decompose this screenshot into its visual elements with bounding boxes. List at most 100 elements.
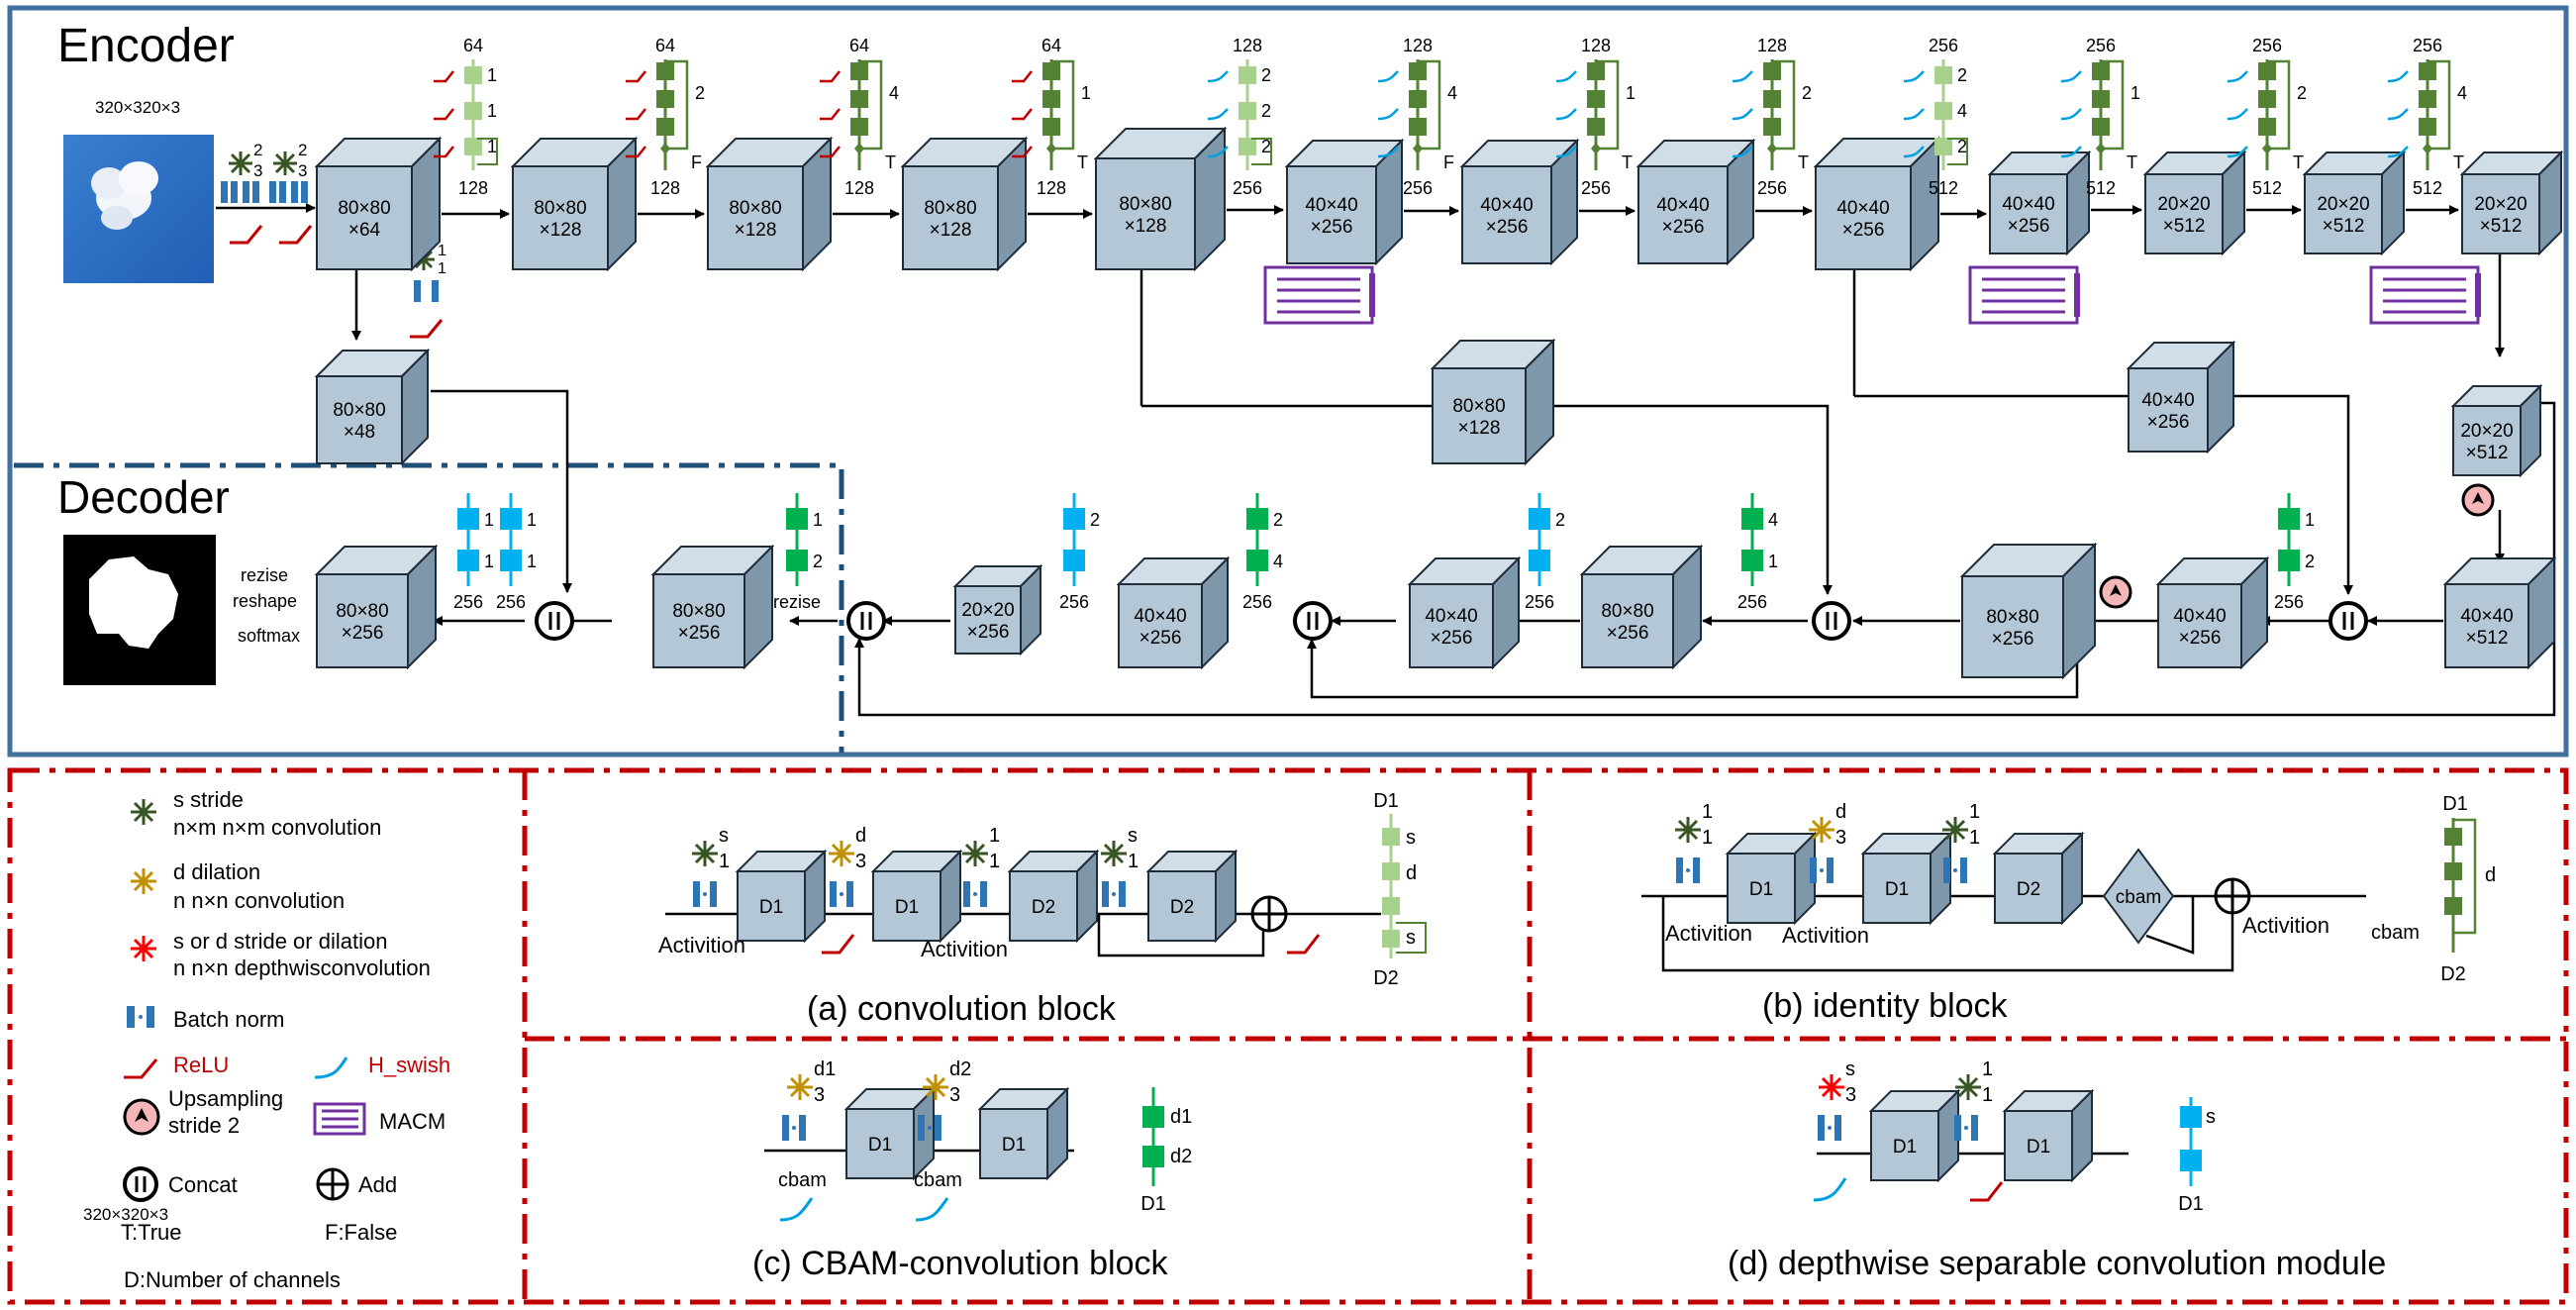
relu-icon [1012, 70, 1033, 83]
legend-concat: Concat [168, 1172, 238, 1197]
relu-icon [434, 108, 454, 121]
decoder-cube-5-label-2: ×256 [1431, 628, 1473, 649]
legend-add-icon [316, 1167, 349, 1201]
decoder-block-3-num-1: 1 [813, 510, 823, 530]
encoder-title: Encoder [57, 20, 235, 72]
encoder-block-2-flag: F [691, 152, 702, 172]
upsampling-icon-2 [2099, 575, 2132, 609]
encoder-block-7-flag: T [1622, 152, 1633, 172]
skip-cube-1-label-1: 80×80 [333, 400, 385, 421]
encoder-block-11-flag: T [2293, 152, 2304, 172]
encoder-cube-3: 80×80×128 [705, 136, 834, 272]
panel-b-strip-d: d [2485, 864, 2496, 886]
encoder-cube-3-label-1: 80×80 [729, 198, 781, 219]
encoder-cube-10: 40×40×256 [1987, 150, 2092, 256]
panel-a-mark-4-bottom: 1 [1128, 851, 1139, 872]
mask-white-region [89, 556, 178, 649]
stem-relu-icon-2 [279, 225, 313, 245]
macm-icon-3 [2369, 265, 2481, 325]
macm-icon-2 [1968, 265, 2080, 325]
encoder-block-9-num-1: 2 [1957, 65, 1967, 85]
h-swish-icon [1207, 70, 1229, 83]
panel-b-batchnorm-icon-2 [1810, 857, 1833, 883]
encoder-block-7-in-channels: 128 [1581, 36, 1611, 55]
encoder-cube-4-label-1: 80×80 [924, 198, 976, 219]
decoder-block-3-num-2: 2 [813, 552, 823, 571]
relu-icon [434, 146, 454, 158]
stem-relu-icon-1 [230, 225, 263, 245]
decoder-block-7-num-1: 4 [1768, 510, 1778, 530]
legend-relu: ReLU [173, 1053, 229, 1077]
encoder-cube-4: 80×80×128 [900, 136, 1029, 272]
panel-c-mark-1-top: d1 [814, 1058, 836, 1080]
encoder-cube-2-label-2: ×128 [540, 220, 582, 241]
decoder-cube-3-label-1: 20×20 [961, 600, 1014, 621]
relu-icon [820, 146, 841, 158]
decoder-cube-1: 80×80×256 [314, 544, 439, 670]
panel-d-batchnorm-icon-2 [1954, 1115, 1978, 1141]
encoder-block-9-num-3: 2 [1957, 137, 1967, 156]
decoder-cube-6-label-1: 80×80 [1601, 601, 1653, 622]
h-swish-icon [1377, 108, 1399, 121]
h-swish-icon [1903, 108, 1925, 121]
panel-d-relu-icon [1970, 1181, 2004, 1202]
encoder-block-5-num-2: 2 [1261, 101, 1271, 121]
decoder-block-4-num-1: 2 [1090, 510, 1100, 530]
encoder-block-6-flag: F [1443, 152, 1454, 172]
skip-cube-4-label-2: ×512 [2466, 443, 2509, 463]
decoder-cube-2-label-1: 80×80 [672, 601, 725, 622]
skip-cube-4-label-1: 20×20 [2460, 421, 2513, 442]
panel-d-mark-1-top: s [1845, 1058, 1855, 1080]
output-op-softmax: softmax [238, 626, 300, 646]
encoder-cube-1-label-2: ×64 [348, 220, 381, 241]
encoder-cube-8-label-1: 40×40 [1656, 195, 1709, 216]
h-swish-icon [1732, 108, 1753, 121]
skip-cube-2-label-1: 80×80 [1452, 396, 1505, 417]
panel-b-mark-3-top: 1 [1969, 801, 1980, 823]
h-swish-icon [1555, 146, 1577, 158]
encoder-block-11-out-channels: 512 [2252, 178, 2282, 198]
panel-a-cube-4-label-1: D2 [1170, 897, 1194, 918]
skip-cube-3-label-2: ×256 [2147, 412, 2190, 433]
encoder-cube-11: 20×20×512 [2142, 150, 2247, 256]
panel-b-mark-1-top: 1 [1702, 801, 1713, 823]
encoder-cube-12-label-2: ×512 [2323, 216, 2365, 237]
encoder-block-5-in-channels: 128 [1233, 36, 1262, 55]
cloud-shape [91, 161, 158, 230]
h-swish-icon [1903, 70, 1925, 83]
panel-b-activation-1: Activition [1665, 921, 1752, 946]
skip-cube-1: 80×80×48 [314, 348, 431, 466]
skip-cube-2-label-2: ×128 [1458, 418, 1501, 439]
panel-d-cube-2: D1 [2002, 1088, 2095, 1183]
panel-a-caption: (a) convolution block [807, 990, 1117, 1028]
legend-dilation-l1: d dilation [173, 859, 260, 884]
relu-icon [434, 70, 454, 83]
legend-conv-l2: n×m n×m convolution [173, 815, 381, 840]
encoder-block-5-num-3: 2 [1261, 137, 1271, 156]
legend-dilation-l2: n n×n convolution [173, 888, 345, 913]
decoder-cube-1-label-2: ×256 [342, 623, 384, 644]
h-swish-icon [1903, 146, 1925, 158]
decoder-cube-6: 80×80×256 [1579, 544, 1704, 670]
panel-d-kernel-icon-2 [1955, 1074, 1981, 1100]
encoder-block-5-out-channels: 256 [1233, 178, 1262, 198]
panel-a-strip-s1: s [1406, 827, 1416, 849]
encoder-cube-9-label-1: 40×40 [1836, 198, 1889, 219]
panel-a-mark-3-bottom: 1 [989, 851, 1000, 872]
decoder-cube-8-label-1: 40×40 [2173, 606, 2226, 627]
panel-b-mark-3-bottom: 1 [1969, 827, 1980, 849]
macm-icon-1 [1263, 265, 1375, 325]
panel-b-strip-cbam: cbam [2371, 922, 2420, 944]
panel-a-cube-1: D1 [735, 849, 828, 944]
encoder-block-3-in-channels: 64 [849, 36, 869, 55]
legend-depthwise-l1: s or d stride or dilation [173, 929, 387, 954]
decoder-cube-8-label-2: ×256 [2179, 628, 2222, 649]
upsampling-icon-1 [2461, 483, 2495, 517]
concat-icon-2 [846, 601, 886, 641]
